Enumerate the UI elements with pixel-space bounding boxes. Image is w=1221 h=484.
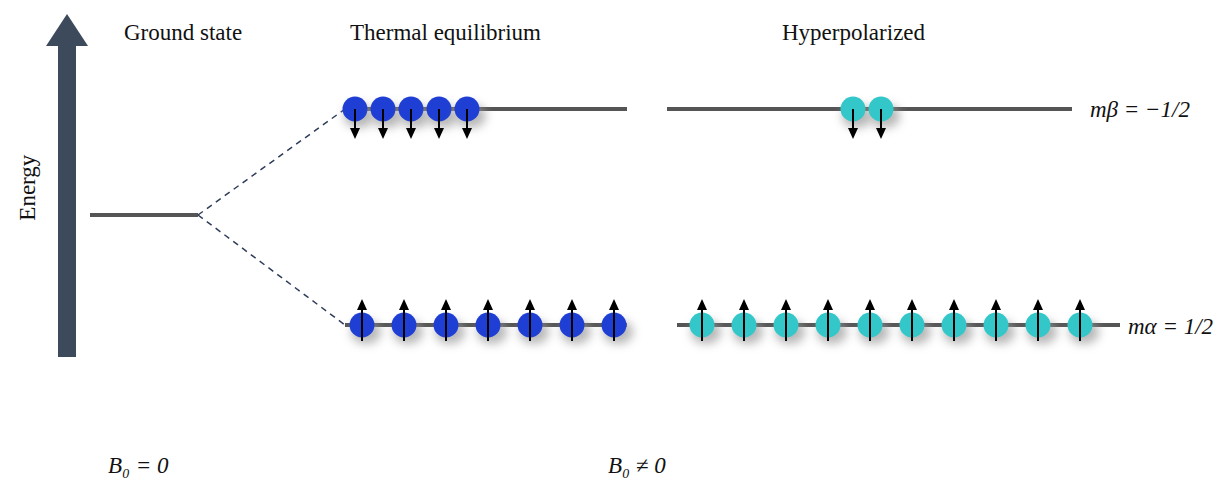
energy-axis-arrow	[46, 14, 88, 357]
spin-arrow-head	[483, 299, 493, 310]
spin-arrow-head	[865, 299, 875, 310]
spin-arrow-head	[739, 299, 749, 310]
spin-arrow	[571, 309, 573, 341]
column-heading: Hyperpolarized	[782, 20, 925, 45]
spin-arrow-head	[357, 299, 367, 310]
spin-arrow-head	[462, 128, 472, 139]
spin-arrow	[911, 309, 913, 341]
spin-arrow-head	[823, 299, 833, 310]
spin-arrow-head	[991, 299, 1001, 310]
spin-arrow	[1079, 309, 1081, 341]
column-heading: Ground state	[124, 20, 242, 45]
spin-arrow	[354, 109, 356, 129]
spin-arrow-head	[1075, 299, 1085, 310]
spin-arrow-head	[848, 128, 858, 139]
spin-arrow-head	[876, 128, 886, 139]
spin-arrow-head	[441, 299, 451, 310]
axis-label: Energy	[15, 155, 40, 221]
spin-group	[343, 97, 1100, 345]
spin-arrow-head	[781, 299, 791, 310]
split-line	[198, 215, 345, 325]
spin-arrow	[466, 109, 468, 129]
spin-arrow	[701, 309, 703, 341]
level-label: mβ = −1/2	[1090, 97, 1190, 122]
spin-arrow	[785, 309, 787, 341]
ground-level	[90, 213, 198, 217]
spin-arrow	[410, 109, 412, 129]
spin-arrow-head	[907, 299, 917, 310]
spin-arrow	[613, 309, 615, 341]
spin-arrow-head	[399, 299, 409, 310]
spin-arrow	[529, 309, 531, 341]
spin-arrow-head	[406, 128, 416, 139]
spin-arrow	[869, 309, 871, 341]
spin-arrow	[880, 109, 882, 129]
spin-arrow	[743, 309, 745, 341]
spin-arrow-head	[949, 299, 959, 310]
split-line	[198, 109, 345, 215]
field-label: B₀ ≠ 0	[608, 453, 666, 478]
spin-arrow-head	[525, 299, 535, 310]
spin-arrow-head	[1033, 299, 1043, 310]
spin-arrow-head	[567, 299, 577, 310]
spin-arrow	[1037, 309, 1039, 341]
spin-arrow	[852, 109, 854, 129]
spin-arrow	[438, 109, 440, 129]
spin-arrow	[403, 309, 405, 341]
spin-arrow	[361, 309, 363, 341]
field-label: B₀ = 0	[108, 453, 169, 478]
level-label: mα = 1/2	[1128, 314, 1213, 339]
spin-arrow-head	[697, 299, 707, 310]
spin-arrow-head	[434, 128, 444, 139]
spin-arrow	[382, 109, 384, 129]
spin-arrow	[445, 309, 447, 341]
column-heading: Thermal equilibrium	[350, 20, 541, 45]
spin-arrow	[827, 309, 829, 341]
spin-arrow	[487, 309, 489, 341]
spin-arrow-head	[378, 128, 388, 139]
spin-arrow	[953, 309, 955, 341]
spin-arrow	[995, 309, 997, 341]
spin-arrow-head	[350, 128, 360, 139]
spin-arrow-head	[609, 299, 619, 310]
